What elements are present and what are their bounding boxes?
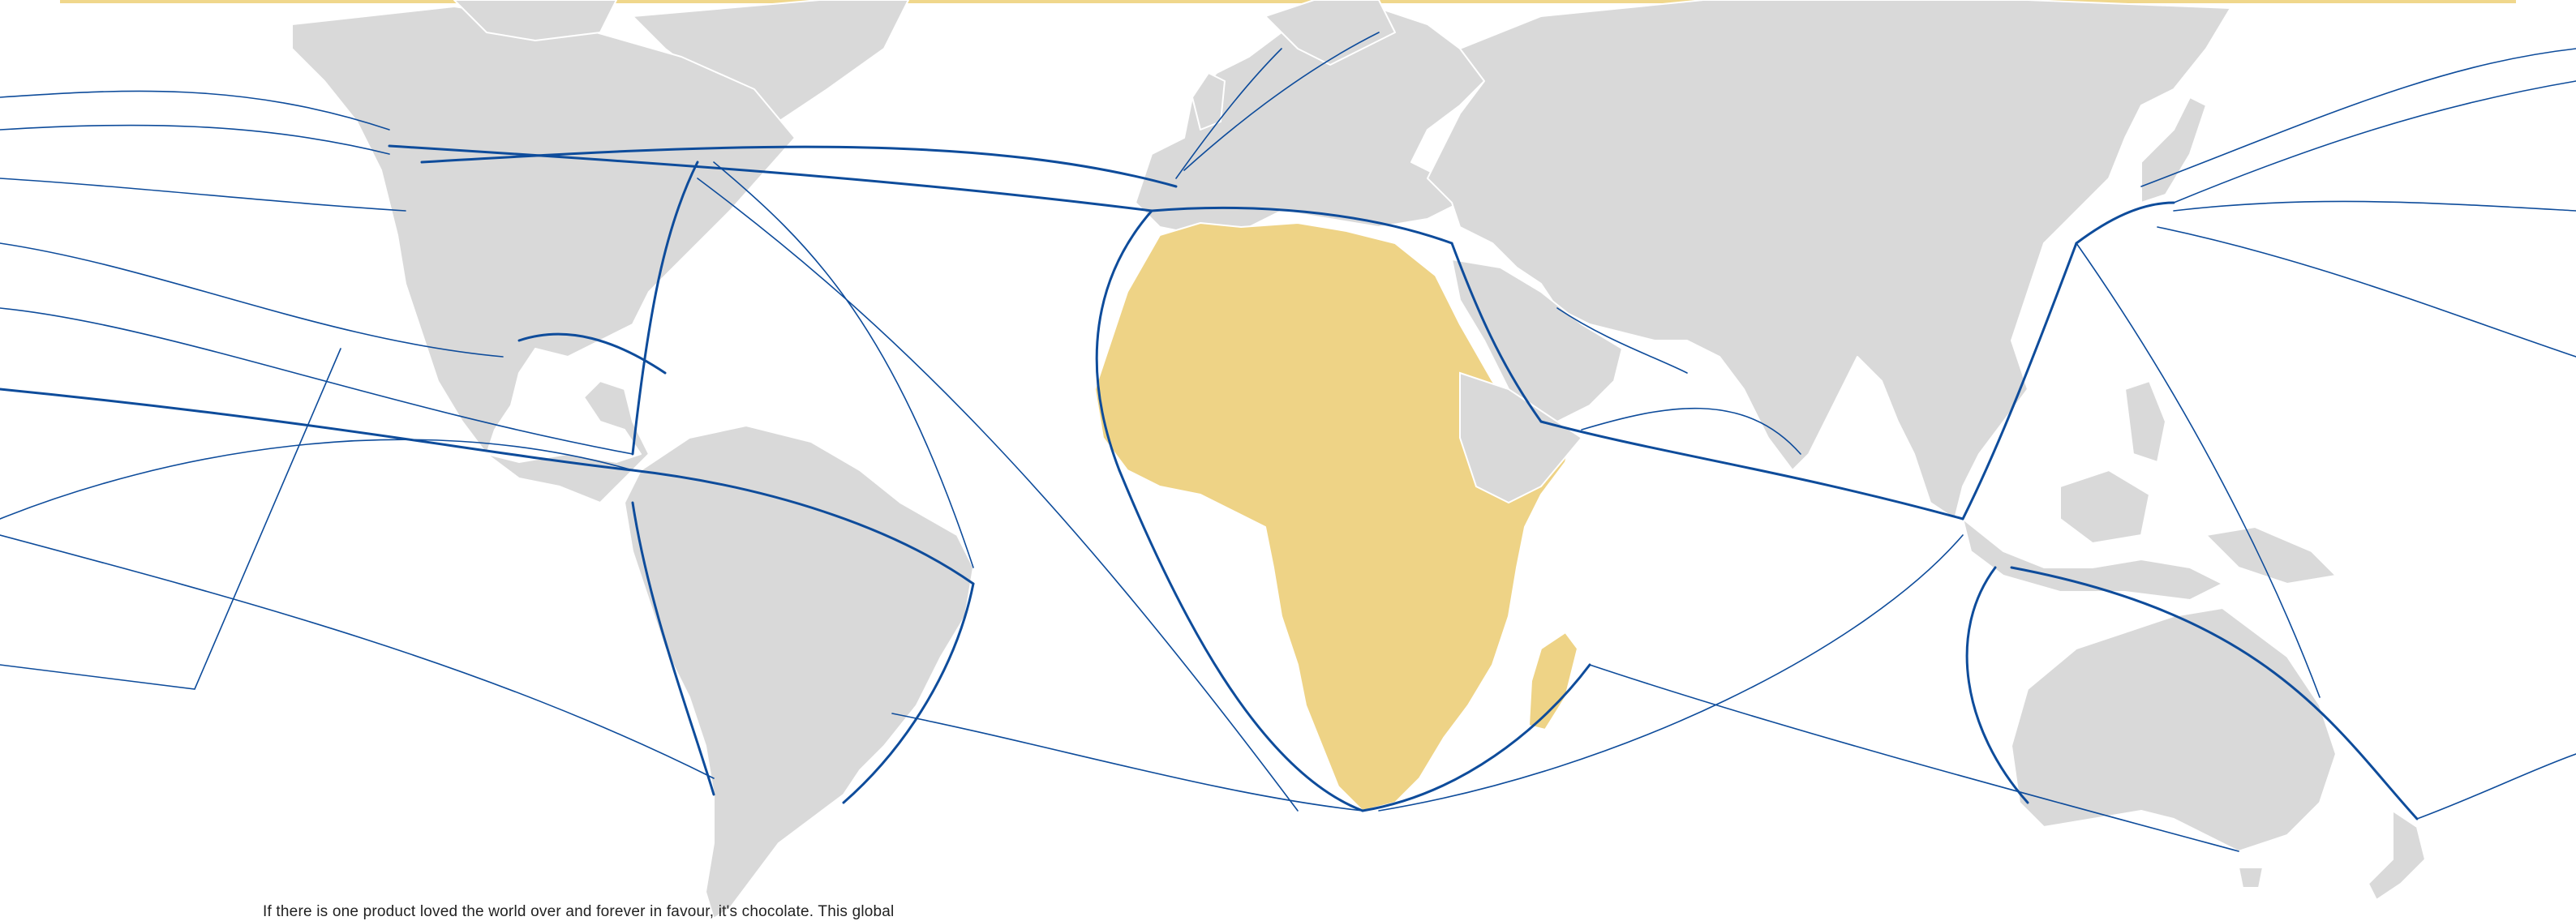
route-pacific-asia-3	[2157, 226, 2576, 358]
route-north-europe-1	[1175, 48, 1282, 179]
route-india	[1581, 407, 1801, 455]
route-malacca-china	[1961, 242, 2078, 520]
route-australia-west	[1965, 566, 2029, 804]
route-west-africa	[1095, 209, 1153, 472]
land-philippines	[2124, 380, 2166, 463]
route-atlantic-diag	[697, 178, 1299, 812]
land-japan	[2140, 96, 2207, 203]
route-pacific-7	[0, 348, 341, 690]
land-madagascar	[1528, 632, 1578, 730]
land-arabia	[1451, 259, 1623, 422]
route-pacific-asia-2	[2173, 200, 2576, 212]
route-atlantic-north-2	[420, 145, 1178, 188]
route-north-europe-2	[1183, 32, 1380, 171]
route-pacific-3	[0, 178, 406, 212]
africa-highlight-layer	[1094, 222, 1578, 812]
route-pacific-asia-4	[2140, 48, 2576, 187]
shipping-routes-layer	[0, 32, 2576, 852]
land-south-america	[624, 425, 974, 919]
route-australia-east	[2010, 566, 2419, 820]
land-borneo	[2059, 469, 2150, 544]
land-tasmania	[2238, 867, 2264, 889]
route-indian-south	[1378, 534, 1964, 812]
land-africa	[1094, 222, 1574, 812]
land-asia	[1427, 0, 2231, 520]
route-china-japan	[2075, 201, 2175, 245]
route-indian-south-2	[1589, 664, 2239, 852]
land-new-zealand	[2368, 810, 2426, 901]
route-pacific-2	[0, 124, 390, 155]
route-pacific-asia-1	[2173, 80, 2576, 203]
route-cape	[1118, 469, 1364, 812]
route-persian-gulf	[1556, 307, 1688, 374]
caption-text: If there is one product loved the world …	[263, 903, 895, 920]
route-pacific-5	[0, 307, 633, 455]
route-cape-east	[1361, 663, 1591, 812]
route-panama-west	[0, 388, 634, 472]
route-pacific-6	[0, 439, 633, 520]
route-transatlantic-south	[713, 161, 974, 568]
route-us-east-coast	[631, 161, 699, 456]
route-pacific-south	[2416, 753, 2576, 820]
route-australia-north	[2076, 242, 2321, 698]
land-uk	[1191, 72, 1226, 131]
route-south-atlantic	[891, 713, 1363, 812]
land-layer	[291, 0, 2426, 919]
land-indonesia	[1962, 518, 2223, 601]
route-atlantic-north	[388, 144, 1153, 212]
land-north-america	[291, 6, 796, 503]
route-pacific-1	[0, 90, 390, 131]
land-arctic-islands	[453, 0, 617, 41]
route-gulf	[517, 332, 667, 375]
route-brazil	[631, 469, 975, 585]
route-indian-ocean	[1539, 420, 1964, 520]
land-horn-of-africa	[1459, 371, 1583, 504]
route-red-sea	[1450, 242, 1543, 423]
land-new-guinea	[2205, 526, 2337, 585]
route-pacific-8	[0, 534, 715, 779]
route-mediterranean	[1150, 206, 1453, 245]
land-australia	[2011, 607, 2337, 852]
route-south-america-west	[631, 501, 715, 796]
route-pacific-4	[0, 242, 504, 358]
route-south-america-east	[842, 582, 975, 804]
land-scandinavia	[1264, 0, 1396, 66]
accent-bar	[60, 0, 2516, 3]
